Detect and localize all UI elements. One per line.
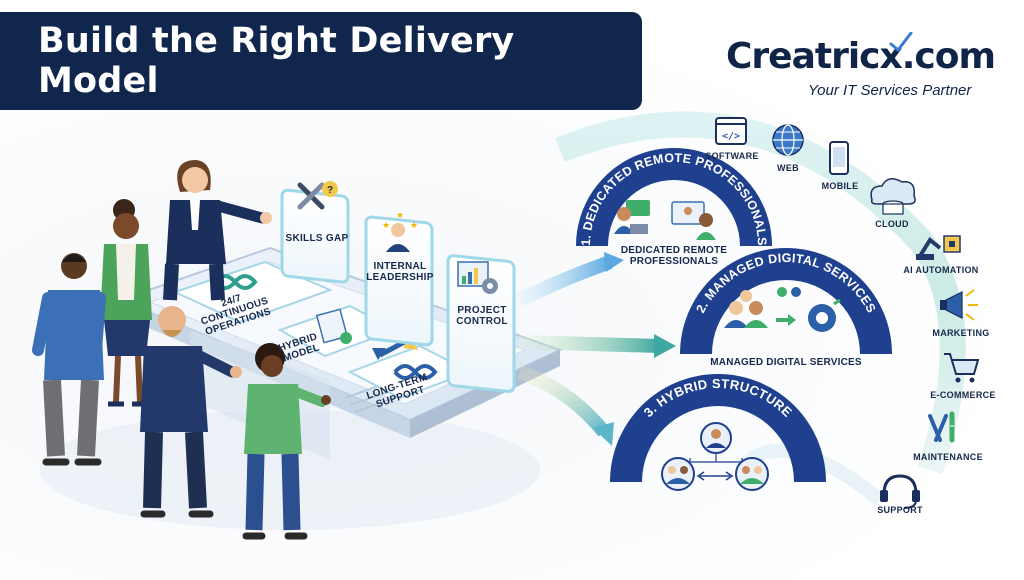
floating-card-skills-gap: ? bbox=[280, 181, 350, 284]
robot-arm-chip-icon bbox=[918, 237, 942, 258]
floating-card-project-control bbox=[446, 254, 516, 393]
service-icon-mobile bbox=[829, 141, 849, 175]
service-icon-marketing bbox=[940, 289, 978, 321]
checklist-icon bbox=[315, 308, 349, 344]
team-illustration bbox=[32, 160, 331, 540]
brand-check-icon bbox=[889, 32, 913, 52]
model-dedicated-remote: 1. DEDICATED REMOTE PROFESSIONALS bbox=[576, 148, 772, 246]
person-presenter bbox=[163, 160, 272, 301]
pliers-screwdriver-icon bbox=[928, 414, 948, 442]
service-label-marketing: MARKETING bbox=[932, 328, 990, 338]
infinity-arrows-icon bbox=[213, 274, 258, 290]
svg-text:★: ★ bbox=[410, 221, 418, 231]
headset-icon bbox=[882, 474, 918, 495]
service-icon-cloud bbox=[870, 178, 916, 215]
service-icon-web bbox=[772, 124, 804, 156]
service-icon-maintenance bbox=[928, 411, 955, 443]
service-label-ecommerce: E-COMMERCE bbox=[930, 390, 996, 400]
service-icon-ecommerce bbox=[944, 353, 980, 383]
floating-card-label-skills-gap: SKILLS GAP bbox=[285, 233, 349, 244]
floating-card-label-internal-leadership: INTERNAL LEADERSHIP bbox=[366, 261, 434, 283]
brand-logo: Creatricx.com Your IT Services Partner bbox=[726, 32, 996, 106]
infinity-icon bbox=[393, 364, 438, 380]
service-label-support: SUPPORT bbox=[877, 505, 923, 515]
decorative-swoosh bbox=[555, 111, 966, 475]
model-caption-dedicated: DEDICATED REMOTE PROFESSIONALS bbox=[620, 245, 728, 267]
person-navy-suit bbox=[140, 306, 242, 518]
model-caption-managed: MANAGED DIGITAL SERVICES bbox=[710, 357, 862, 368]
service-icon-ai-automation bbox=[916, 235, 961, 260]
brand-name: Creatricx.com bbox=[726, 36, 996, 77]
svg-text:★: ★ bbox=[396, 211, 404, 221]
brand-tagline: Your IT Services Partner bbox=[808, 82, 972, 99]
person-green-cardigan bbox=[100, 199, 152, 407]
dashboard-gear-icon bbox=[457, 261, 498, 294]
arrow-to-hybrid bbox=[517, 365, 610, 437]
service-label-ai-automation: AI AUTOMATION bbox=[903, 265, 979, 275]
cloud-database-icon bbox=[870, 178, 916, 205]
svg-text:?: ? bbox=[327, 185, 333, 196]
page-title: Build the Right Delivery Model bbox=[38, 21, 515, 101]
service-icon-support bbox=[880, 474, 920, 509]
floating-card-internal-leadership: ★ ★ ★ bbox=[364, 211, 434, 347]
service-label-web: WEB bbox=[777, 163, 799, 173]
arrow-to-managed bbox=[519, 335, 661, 353]
wrench-question-icon: ? bbox=[297, 181, 338, 210]
service-label-maintenance: MAINTENANCE bbox=[913, 452, 983, 462]
service-label-cloud: CLOUD bbox=[875, 219, 909, 229]
title-banner: Build the Right Delivery Model bbox=[0, 12, 642, 110]
shopping-cart-icon bbox=[944, 353, 980, 375]
leader-stars-icon: ★ ★ ★ bbox=[382, 211, 418, 252]
service-icon-software: </> bbox=[715, 117, 747, 145]
arrow-to-dedicated bbox=[516, 255, 613, 307]
svg-text:</>: </> bbox=[722, 131, 740, 142]
model-hybrid-structure: 3. HYBRID STRUCTURE bbox=[610, 374, 826, 491]
service-label-mobile: MOBILE bbox=[821, 181, 859, 191]
svg-text:★: ★ bbox=[382, 221, 390, 231]
person-green-top bbox=[242, 343, 331, 540]
floating-card-label-project-control: PROJECT CONTROL bbox=[456, 305, 508, 327]
service-label-software: SOFTWARE bbox=[705, 151, 759, 161]
person-blue-shirt bbox=[32, 253, 106, 466]
